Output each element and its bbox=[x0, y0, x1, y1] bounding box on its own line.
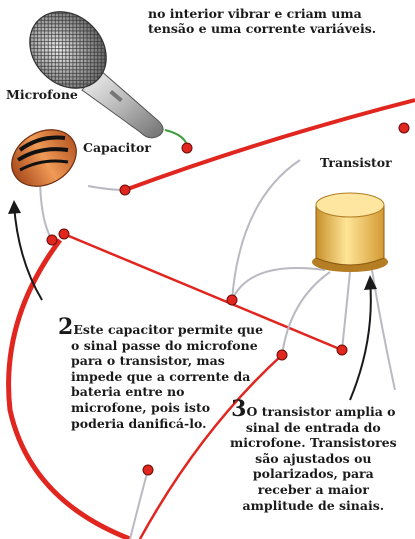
right-gray-wire bbox=[231, 159, 301, 301]
junction-dot bbox=[276, 349, 288, 361]
arrow-to-capacitor-head bbox=[8, 200, 21, 214]
junction-dot bbox=[142, 464, 154, 476]
junction-dot bbox=[226, 294, 238, 306]
intro-line: tensão e uma corrente variáveis. bbox=[148, 21, 377, 36]
capacitor-label: Capacitor bbox=[83, 140, 151, 155]
step-2-caption: 2Este capacitor permite que o sinal pass… bbox=[58, 316, 264, 431]
arrow-to-capacitor bbox=[13, 204, 43, 301]
step-3-line: amplitude de sinais. bbox=[242, 497, 385, 513]
junction-dot bbox=[58, 228, 70, 240]
step-2-line: bateria entre no bbox=[71, 384, 185, 400]
step-3-number: 3 bbox=[231, 396, 247, 422]
step-2-line: Este capacitor permite que bbox=[73, 322, 264, 337]
step-2-line: microfone, pois isto bbox=[71, 399, 211, 415]
junction-dot bbox=[336, 344, 348, 356]
transistor-label: Transistor bbox=[320, 155, 392, 170]
capacitor-illustration bbox=[11, 129, 77, 187]
junction-dot bbox=[119, 184, 131, 196]
bottom-red-wire bbox=[138, 354, 283, 539]
step-3-line: sinal de entrada do bbox=[245, 419, 381, 435]
main-red-wire bbox=[124, 98, 415, 192]
microphone-label: Microfone bbox=[6, 87, 78, 102]
junction-dots bbox=[46, 122, 410, 476]
step-2-line: impede que a corrente da bbox=[71, 368, 251, 384]
junction-dot bbox=[46, 234, 58, 246]
transistor-illustration bbox=[312, 192, 388, 272]
step-3-line: O transistor amplia o bbox=[246, 404, 396, 419]
intro-text: no interior vibrar e criam uma tensão e … bbox=[148, 6, 376, 36]
junction-dot bbox=[181, 142, 193, 154]
step-2-line: para o transistor, mas bbox=[71, 353, 225, 369]
cap-lead-wire-2 bbox=[87, 185, 126, 191]
transistor-to-step3-wire bbox=[281, 271, 331, 356]
transistor-lead-right bbox=[371, 269, 396, 391]
step-3-caption: 3O transistor amplia o sinal de entrada … bbox=[230, 398, 397, 513]
step-2-line: poderia danificá-lo. bbox=[71, 415, 207, 431]
step-3-line: microfone. Transistores bbox=[230, 435, 397, 451]
step-3-line: receber a maior bbox=[257, 481, 369, 497]
step-3-line: são ajustados ou bbox=[255, 450, 372, 466]
transistor-lead-mid bbox=[341, 271, 351, 351]
arrow-to-transistor bbox=[349, 279, 372, 401]
step-3-line: polarizados, para bbox=[252, 466, 374, 482]
intro-line: no interior vibrar e criam uma bbox=[148, 6, 362, 21]
transistor-lead-left bbox=[231, 267, 326, 301]
inner-red-wire bbox=[63, 232, 343, 352]
arrow-to-transistor-head bbox=[364, 275, 377, 290]
step-2-number: 2 bbox=[58, 314, 74, 340]
left-red-wire bbox=[6, 238, 131, 539]
step-2-line: o sinal passe do microfone bbox=[71, 337, 258, 353]
junction-dot bbox=[398, 122, 410, 134]
microphone-illustration bbox=[29, 11, 164, 139]
